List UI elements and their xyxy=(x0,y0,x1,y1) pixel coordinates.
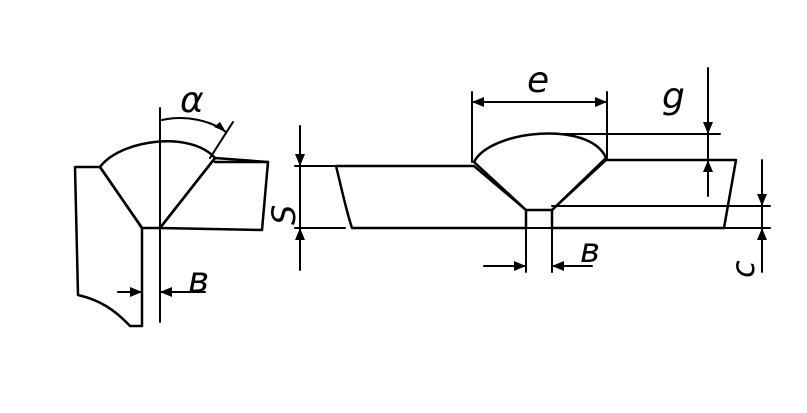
label-alpha: α xyxy=(180,80,204,121)
label-s: S xyxy=(265,205,303,225)
left-weld-bead xyxy=(98,140,217,230)
left-horizontal-plate xyxy=(158,156,270,232)
right-joint-left-plate xyxy=(334,164,528,230)
root-gap xyxy=(525,209,553,229)
label-e: e xyxy=(527,60,549,101)
label-b-left: в xyxy=(188,260,209,301)
right-weld-bead xyxy=(472,132,608,212)
right-joint: e g в c xyxy=(334,60,771,278)
label-b-right: в xyxy=(580,231,600,271)
left-joint: α в xyxy=(73,80,270,328)
label-g: g xyxy=(662,76,685,117)
left-vertical-plate xyxy=(73,165,144,328)
dimension-s: S xyxy=(265,125,346,271)
label-c: c xyxy=(724,260,762,278)
